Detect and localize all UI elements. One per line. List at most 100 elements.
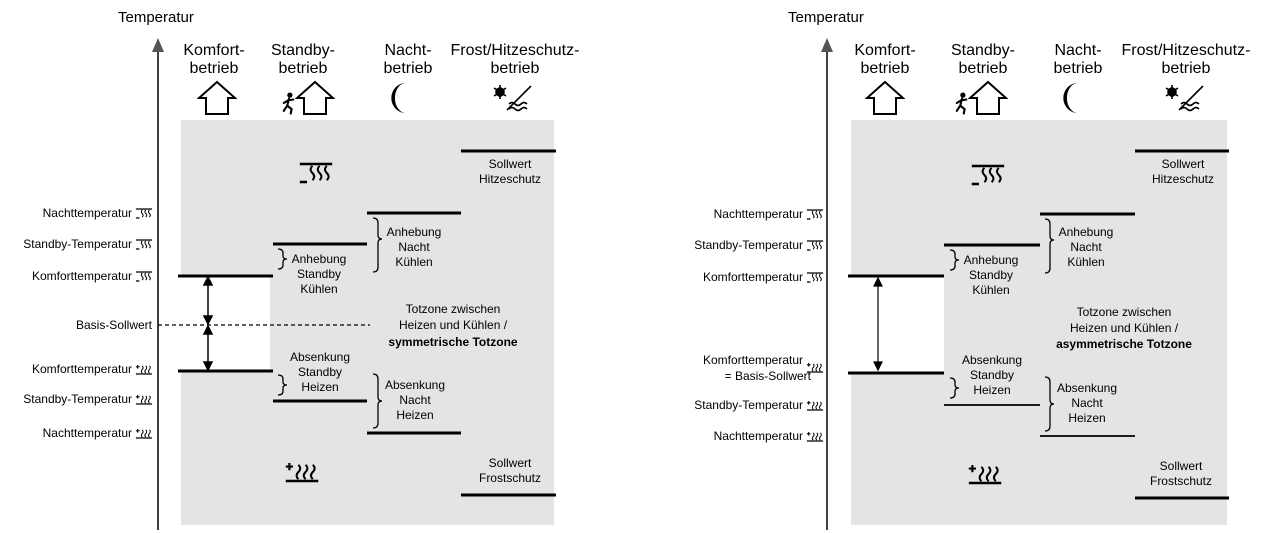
cooling-icon xyxy=(135,239,153,250)
right-heat-region xyxy=(851,373,1227,525)
left-mode-standby-line1: Standby- xyxy=(271,42,335,59)
left-label-cool-comfort: Komforttemperatur xyxy=(32,269,132,283)
right-brace-anhebung-standby xyxy=(949,249,960,271)
left-brace-absenkung-standby xyxy=(277,374,288,396)
right-anhebung-nacht-1: Anhebung xyxy=(1059,225,1114,239)
frost-heat-icon xyxy=(1165,84,1204,112)
right-mode-comfort-line1: Komfort- xyxy=(854,42,915,59)
left-anhebung-nacht-2: Nacht xyxy=(398,240,430,254)
left-diagram: Temperatur Komfort- betrieb Standby- bet… xyxy=(23,9,579,530)
cooling-icon xyxy=(806,272,824,283)
right-totzone-1: Totzone zwischen xyxy=(1077,305,1172,319)
house-icon xyxy=(198,81,236,115)
right-mode-frost-line2: betrieb xyxy=(1162,60,1211,77)
right-anhebung-standby-1: Anhebung xyxy=(964,253,1019,267)
right-label-cool-standby: Standby-Temperatur xyxy=(694,238,803,252)
left-axis-title: Temperatur xyxy=(118,9,194,26)
right-deadzone-arrow xyxy=(873,276,883,372)
left-absenkung-nacht-2: Nacht xyxy=(399,393,431,407)
person-icon xyxy=(955,91,968,115)
cooling-icon xyxy=(135,208,153,219)
left-absenkung-standby-2: Standby xyxy=(298,365,342,379)
left-mode-night-line2: betrieb xyxy=(384,60,433,77)
right-label-heat-comfort-1: Komforttemperatur xyxy=(703,353,803,367)
right-axis-arrow-icon xyxy=(821,38,833,52)
left-brace-anhebung-nacht xyxy=(372,217,383,273)
heating-icon xyxy=(806,431,824,442)
left-mode-standby-line2: betrieb xyxy=(279,60,328,77)
right-absenkung-nacht-2: Nacht xyxy=(1071,396,1103,410)
right-anhebung-nacht-2: Nacht xyxy=(1070,240,1102,254)
moon-icon xyxy=(391,82,407,114)
right-totzone-2: Heizen und Kühlen / xyxy=(1070,321,1179,335)
left-mode-frost-line1: Frost/Hitzeschutz- xyxy=(451,42,580,59)
right-label-heat-comfort-2: = Basis-Sollwert xyxy=(725,369,812,383)
left-deadzone-arrows xyxy=(202,275,214,372)
right-sollwert-frost-2: Frostschutz xyxy=(1150,474,1212,488)
right-mode-comfort-line2: betrieb xyxy=(861,60,910,77)
left-brace-anhebung-standby xyxy=(277,248,288,270)
right-brace-absenkung-nacht xyxy=(1044,376,1055,432)
frost-heat-icon xyxy=(493,84,532,112)
cooling-icon xyxy=(806,209,824,220)
right-anhebung-standby-2: Standby xyxy=(969,268,1013,282)
right-axis-title: Temperatur xyxy=(788,9,864,26)
right-mode-standby-line1: Standby- xyxy=(951,42,1015,59)
cooling-icon xyxy=(135,271,153,282)
left-absenkung-standby-1: Absenkung xyxy=(290,350,350,364)
left-sollwert-hitze-1: Sollwert xyxy=(489,157,532,171)
left-anhebung-standby-3: Kühlen xyxy=(300,282,337,296)
left-label-heat-comfort: Komforttemperatur xyxy=(32,362,132,376)
right-label-cool-night: Nachttemperatur xyxy=(714,207,803,221)
right-label-cool-comfort: Komforttemperatur xyxy=(703,270,803,284)
house-icon xyxy=(296,81,334,115)
person-icon xyxy=(282,91,295,115)
right-sollwert-frost-1: Sollwert xyxy=(1160,459,1203,473)
left-label-basis: Basis-Sollwert xyxy=(76,318,153,332)
left-anhebung-nacht-1: Anhebung xyxy=(387,225,442,239)
left-label-heat-night: Nachttemperatur xyxy=(43,426,132,440)
left-totzone-2: Heizen und Kühlen / xyxy=(399,318,508,332)
left-brace-absenkung-nacht xyxy=(372,373,383,429)
right-absenkung-nacht-1: Absenkung xyxy=(1057,381,1117,395)
left-label-heat-standby: Standby-Temperatur xyxy=(23,392,132,406)
right-absenkung-nacht-3: Heizen xyxy=(1068,411,1105,425)
left-anhebung-standby-2: Standby xyxy=(297,267,341,281)
right-anhebung-standby-3: Kühlen xyxy=(972,283,1009,297)
right-sollwert-hitze-2: Hitzeschutz xyxy=(1152,172,1214,186)
right-brace-anhebung-nacht xyxy=(1044,218,1055,274)
right-mode-night-line1: Nacht- xyxy=(1054,42,1101,59)
right-brace-absenkung-standby xyxy=(949,377,960,399)
right-absenkung-standby-2: Standby xyxy=(970,368,1014,382)
left-mode-comfort-line2: betrieb xyxy=(190,60,239,77)
left-anhebung-nacht-3: Kühlen xyxy=(395,255,432,269)
left-anhebung-standby-1: Anhebung xyxy=(292,252,347,266)
left-mode-frost-line2: betrieb xyxy=(491,60,540,77)
right-absenkung-standby-3: Heizen xyxy=(973,383,1010,397)
right-label-heat-night: Nachttemperatur xyxy=(714,429,803,443)
left-absenkung-nacht-1: Absenkung xyxy=(385,378,445,392)
right-mode-standby-line2: betrieb xyxy=(959,60,1008,77)
cooling-icon xyxy=(806,240,824,251)
right-label-heat-standby: Standby-Temperatur xyxy=(694,398,803,412)
left-totzone-1: Totzone zwischen xyxy=(406,302,501,316)
right-diagram: Temperatur Komfort- betrieb Standby- bet… xyxy=(694,9,1250,530)
right-mode-night-line2: betrieb xyxy=(1054,60,1103,77)
left-sollwert-frost-2: Frostschutz xyxy=(479,471,541,485)
left-label-cool-night: Nachttemperatur xyxy=(43,206,132,220)
left-heat-region xyxy=(181,371,554,525)
heating-icon xyxy=(135,428,153,439)
right-totzone-3: asymmetrische Totzone xyxy=(1056,337,1192,351)
left-mode-night-line1: Nacht- xyxy=(384,42,431,59)
heating-icon xyxy=(806,400,824,411)
left-label-cool-standby: Standby-Temperatur xyxy=(23,237,132,251)
left-axis-arrow-icon xyxy=(152,38,164,52)
heating-icon xyxy=(135,394,153,405)
house-icon xyxy=(969,81,1007,115)
left-absenkung-nacht-3: Heizen xyxy=(396,408,433,422)
right-anhebung-nacht-3: Kühlen xyxy=(1067,255,1104,269)
left-totzone-3: symmetrische Totzone xyxy=(388,335,517,349)
left-absenkung-standby-3: Heizen xyxy=(301,380,338,394)
left-sollwert-frost-1: Sollwert xyxy=(489,456,532,470)
